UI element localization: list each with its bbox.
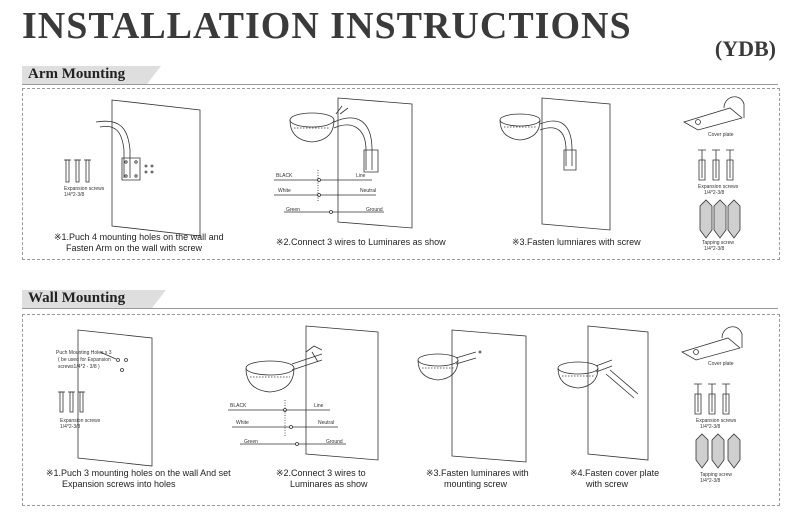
arm-step1-caption-1: ※1.Puch 4 mounting holes on the wall and [54,232,224,242]
arm-step1-arm [96,121,153,180]
model-code: (YDB) [714,36,776,61]
arm-section-rule [22,84,778,85]
page-title: INSTALLATION INSTRUCTIONS [22,5,632,47]
wall-wire-white: White [236,420,249,426]
wall-step2-wall [306,326,378,460]
arm-section-frame [22,88,780,260]
wall-step4-wall [588,326,648,460]
wall-expansion-label-2: 1/4*2-3/8 [700,424,721,430]
arm-step2-wall [338,98,412,228]
wall-step1-caption-2: Expansion screws into holes [62,479,176,489]
arm-wire-line: Line [356,173,366,179]
wall-step1-screw-label-1: Expansion screws [60,418,101,424]
arm-step1-screw-label-1: Expansion screws [64,186,105,192]
wall-wire-line: Line [314,403,324,409]
arm-wire-white: White [278,188,291,194]
wall-holes-label-3: screws1/4*2 - 3/8 ) [58,364,100,370]
arm-section-tab [22,66,161,84]
arm-expansion-label-1: Expansion screws [698,184,739,190]
wall-step1-screws [58,392,85,412]
wall-cover-plate-label: Cover plate [708,361,734,367]
arm-step2-wiring [274,170,384,214]
arm-step3-caption: ※3.Fasten lumniares with screw [512,237,641,247]
wall-section-heading: Wall Mounting [28,290,126,306]
arm-step1-screws [64,160,91,182]
wall-wire-ground: Ground [326,439,343,445]
arm-step2-fixture [290,106,378,172]
arm-expansion-screws [698,150,734,180]
arm-wire-ground: Ground [366,207,383,213]
arm-wire-black: BLACK [276,173,293,179]
wall-holes-label-1: Puch Mounting Holes x 3 [56,350,112,356]
arm-step1-screw-label-2: 1/4*2-3/8 [64,192,85,198]
wall-wire-black: BLACK [230,403,247,409]
arm-step3-fixture [500,114,576,170]
wall-step1-wall [78,330,152,466]
wall-step3-fixture [418,351,481,380]
arm-tapping-label-1: Tapping screw [702,240,734,246]
arm-cover-plate-label: Cover plate [708,132,734,138]
arm-step1-wall [112,100,200,236]
wall-step3-caption-2: mounting screw [444,479,508,489]
wall-section-rule [22,308,778,309]
wall-expansion-label-1: Expansion screws [696,418,737,424]
arm-step1-caption-2: Fasten Arm on the wall with screw [66,243,203,253]
wall-step4-fixture [558,360,638,398]
wall-tapping-screws [696,434,740,468]
wall-expansion-screws [694,384,730,414]
arm-wire-neutral: Neutral [360,188,377,194]
wall-step2-caption-1: ※2.Connect 3 wires to [276,468,366,478]
wall-section-frame [22,314,780,506]
wall-section-tab [22,290,166,308]
wall-step3-caption-1: ※3.Fasten luminares with [426,468,529,478]
wall-step3-wall [452,330,526,462]
wall-step2-wiring [228,400,346,446]
wall-step1-screw-label-2: 1/4*2-3/8 [60,424,81,430]
arm-step2-caption: ※2.Connect 3 wires to Luminares as show [276,237,446,247]
wall-holes-label-2: ( be used for Expansion [58,357,111,363]
wall-step2-caption-2: Luminares as show [290,479,368,489]
wall-cover-plate [682,327,742,360]
wall-wire-neutral: Neutral [318,420,335,426]
wall-tapping-label-1: Tapping screw [700,472,732,478]
wall-step4-caption-1: ※4.Fasten cover plate [570,468,660,478]
wall-step4-caption-2: with screw [586,479,629,489]
wall-step1-caption-1: ※1.Puch 3 mounting holes on the wall And… [46,468,231,478]
arm-tapping-screws [700,200,740,238]
arm-wire-green: Green [286,207,300,213]
wall-wire-green: Green [244,439,258,445]
wall-step2-fixture [246,346,322,392]
wall-step1-holes [100,352,128,372]
wall-tapping-label-2: 1/4*2-3/8 [700,478,721,484]
arm-section-heading: Arm Mounting [28,66,126,82]
arm-tapping-label-2: 1/4*2-3/8 [704,246,725,252]
arm-expansion-label-2: 1/4*2-3/8 [704,190,725,196]
arm-cover-plate [684,97,744,130]
